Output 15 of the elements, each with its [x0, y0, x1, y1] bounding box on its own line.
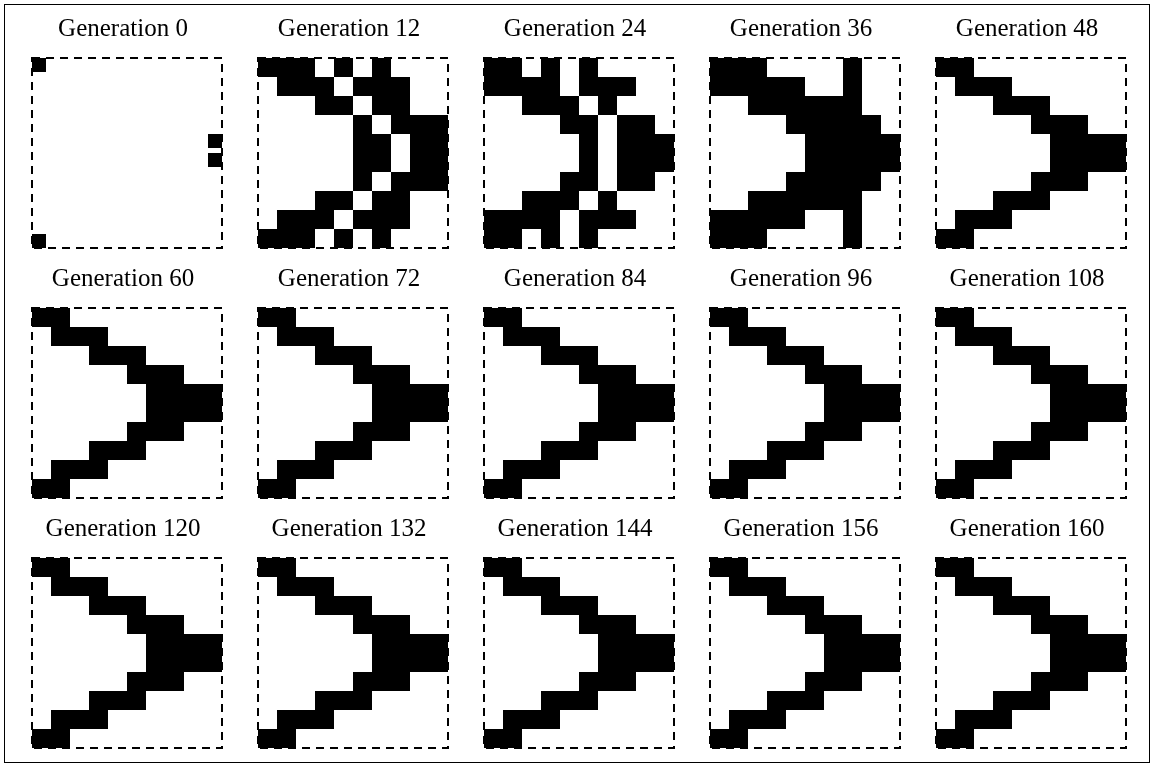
panel-title: Generation 120	[44, 514, 202, 542]
panel-title: Generation 156	[722, 514, 880, 542]
panel-title: Generation 144	[496, 514, 654, 542]
panel-title: Generation 0	[57, 14, 189, 42]
panel-title: Generation 60	[50, 264, 196, 292]
panel-title: Generation 36	[728, 14, 874, 42]
panel-title: Generation 96	[728, 264, 874, 292]
panel-title: Generation 48	[954, 14, 1100, 42]
panel-title: Generation 132	[270, 514, 428, 542]
panel-title: Generation 72	[276, 264, 422, 292]
panel-title: Generation 12	[276, 14, 422, 42]
panel-title: Generation 160	[948, 514, 1106, 542]
panel-title: Generation 24	[502, 14, 648, 42]
panel-title: Generation 108	[948, 264, 1106, 292]
panel-title: Generation 84	[502, 264, 648, 292]
